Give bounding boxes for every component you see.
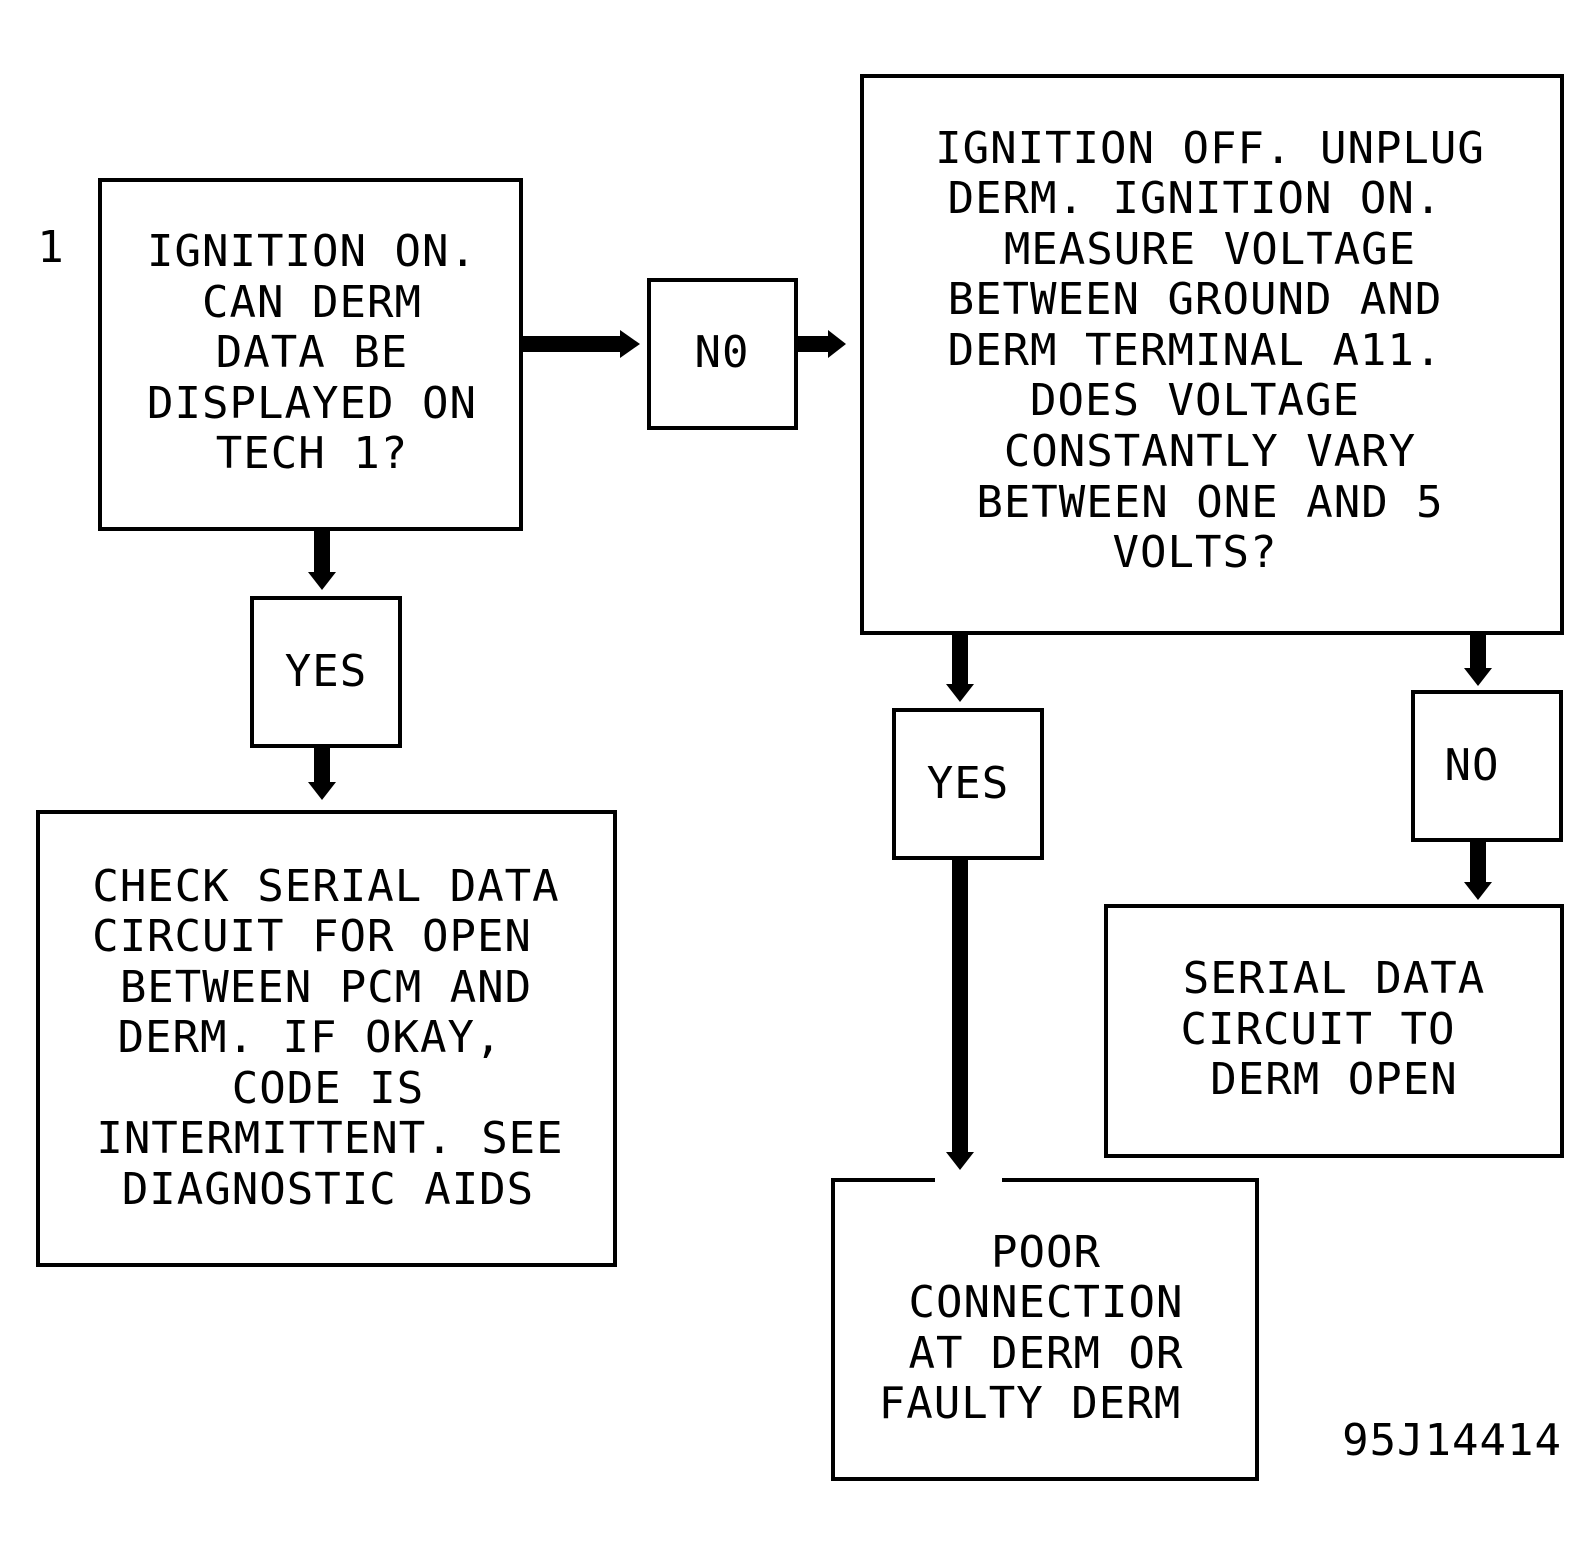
measure-yes-label: YES xyxy=(927,758,1009,809)
measure-yes-box: YES xyxy=(892,708,1044,860)
start-yes-box: YES xyxy=(250,596,402,748)
measure-no-label: NO xyxy=(1445,740,1500,791)
check-line-7: DIAGNOSTIC AIDS xyxy=(122,1164,534,1215)
measure-voltage-box: IGNITION OFF. UNPLUG DERM. IGNITION ON. … xyxy=(860,74,1564,635)
circuit-open-box: SERIAL DATA CIRCUIT TO DERM OPEN xyxy=(1104,904,1564,1158)
circuit-open-line-2: CIRCUIT TO xyxy=(1181,1004,1456,1055)
step-number: 1 xyxy=(37,222,65,273)
measure-line-1: IGNITION OFF. UNPLUG xyxy=(935,123,1485,174)
start-decision-box: IGNITION ON. CAN DERM DATA BE DISPLAYED … xyxy=(98,178,523,531)
measure-line-3: MEASURE VOLTAGE xyxy=(1004,224,1416,275)
check-line-3: BETWEEN PCM AND xyxy=(120,962,532,1013)
start-line-1: IGNITION ON. xyxy=(147,226,477,277)
connector-start-to-no xyxy=(513,330,640,358)
measure-line-5: DERM TERMINAL A11. xyxy=(948,325,1443,376)
measure-line-8: BETWEEN ONE AND 5 xyxy=(976,477,1443,528)
start-line-3: DATA BE xyxy=(216,327,408,378)
poor-line-1: POOR xyxy=(991,1227,1101,1278)
check-line-4: DERM. IF OKAY, xyxy=(118,1012,503,1063)
poor-line-3: AT DERM OR xyxy=(909,1328,1184,1379)
measure-line-6: DOES VOLTAGE xyxy=(1030,375,1360,426)
connector-measure-to-no xyxy=(1464,632,1492,686)
start-line-2: CAN DERM xyxy=(202,277,422,328)
start-yes-label: YES xyxy=(285,646,367,697)
figure-id: 95J14414 xyxy=(1342,1415,1562,1466)
measure-no-box: NO xyxy=(1411,690,1563,842)
circuit-open-line-1: SERIAL DATA xyxy=(1183,953,1485,1004)
measure-line-4: BETWEEN GROUND AND xyxy=(948,274,1443,325)
measure-line-2: DERM. IGNITION ON. xyxy=(948,173,1443,224)
connector-no-to-circuit-open xyxy=(1464,838,1492,900)
check-line-6: INTERMITTENT. SEE xyxy=(96,1113,563,1164)
connector-yes-to-poor-connection xyxy=(946,856,974,1170)
check-line-2: CIRCUIT FOR OPEN xyxy=(92,911,532,962)
start-no-box: N0 xyxy=(647,278,798,430)
check-line-1: CHECK SERIAL DATA xyxy=(92,861,559,912)
connector-measure-to-yes xyxy=(946,632,974,702)
circuit-open-line-3: DERM OPEN xyxy=(1210,1054,1457,1105)
poor-line-2: CONNECTION xyxy=(909,1277,1184,1328)
measure-line-9: VOLTS? xyxy=(1113,527,1278,578)
start-line-5: TECH 1? xyxy=(216,428,408,479)
start-no-label: N0 xyxy=(695,327,750,378)
poor-line-4: FAULTY DERM xyxy=(879,1378,1181,1429)
poor-connection-box: POOR CONNECTION AT DERM OR FAULTY DERM xyxy=(831,1178,1259,1481)
start-line-4: DISPLAYED ON xyxy=(147,378,477,429)
check-line-5: CODE IS xyxy=(232,1063,424,1114)
check-circuit-box: CHECK SERIAL DATA CIRCUIT FOR OPEN BETWE… xyxy=(36,810,617,1267)
measure-line-7: CONSTANTLY VARY xyxy=(1004,426,1416,477)
